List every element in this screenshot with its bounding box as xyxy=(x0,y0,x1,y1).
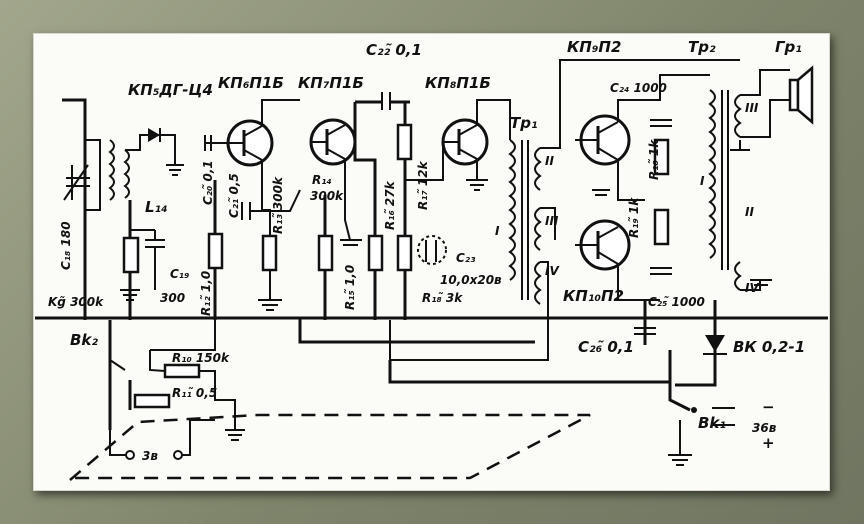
label-bk1: Вk₁ xyxy=(698,414,726,432)
schematic-paper xyxy=(33,33,830,491)
label-kp6: КП₆П1Б xyxy=(218,74,284,92)
stage-kp8 xyxy=(396,99,511,320)
label-c25: C₂₅̃ 1000 xyxy=(648,295,705,309)
winding-tr2-2: II xyxy=(745,205,754,219)
label-c26: C₂₆̃ 0,1 xyxy=(578,338,634,356)
label-r17: R₁₇̃ 12k xyxy=(416,160,430,210)
label-l14: L₁₄ xyxy=(145,198,168,216)
label-plus: + xyxy=(762,434,775,452)
label-r14: R₁₄ xyxy=(312,173,332,187)
label-c20: C₂₀̃ 0,1 xyxy=(201,160,215,205)
label-r11: R₁₁̃ 0,5 xyxy=(172,386,217,400)
transformer-tr1 xyxy=(389,59,740,361)
winding-tr1-2: II xyxy=(545,154,554,168)
stage-kp7 xyxy=(309,92,410,320)
output-circuit xyxy=(668,300,735,466)
winding-tr1-4: IV xyxy=(545,264,560,278)
label-36v: 36в xyxy=(752,421,777,435)
label-k9: Kg̃ 300k xyxy=(48,295,104,309)
ganged-switch-link xyxy=(69,413,591,481)
label-minus: − xyxy=(762,398,775,416)
label-kp10: КП₁₀П2 xyxy=(563,287,624,305)
label-bk02: ВК 0,2-1 xyxy=(733,338,805,356)
label-tr2: Тр₂ xyxy=(688,38,716,56)
label-c22: C₂₂̃ 0,1 xyxy=(366,41,422,59)
label-tr1: Тр₁ xyxy=(510,114,538,132)
label-r18a: R₁₈̃ 3k xyxy=(422,291,463,305)
winding-tr2-1: I xyxy=(700,174,705,188)
label-r13: R₁₃̃ 300k xyxy=(271,176,285,234)
stage-push-pull xyxy=(575,74,710,345)
label-r14-value: 300k xyxy=(310,189,344,203)
switch-bk2-area xyxy=(108,320,245,460)
label-r15: R₁₅̃ 1,0 xyxy=(343,265,357,310)
label-kp7: КП₇П1Б xyxy=(298,74,364,92)
label-c23-value: 10,0x20в xyxy=(440,273,502,287)
bus-line xyxy=(388,360,670,384)
label-r10: R₁₀ 150k xyxy=(172,351,230,365)
label-c23: C₂₃ xyxy=(456,251,476,265)
label-gr1: Гр₁ xyxy=(775,38,802,56)
label-r12: R₁₂̃ 1,0 xyxy=(199,271,213,316)
winding-tr1-1: I xyxy=(495,224,500,238)
label-c21: C₂₁̃ 0,5 xyxy=(227,173,241,218)
label-c19-value: 300 xyxy=(160,291,185,305)
label-c19: C₁₉ xyxy=(170,267,189,281)
label-bk2: Вk₂ xyxy=(70,331,98,349)
stage-kp6 xyxy=(204,99,301,320)
label-kp5: КП₅ДГ-Ц4 xyxy=(128,81,213,99)
label-kp8: КП₈П1Б xyxy=(425,74,491,92)
label-r16: R₁₆̃ 27k xyxy=(383,180,397,230)
bus-line xyxy=(298,318,535,344)
winding-tr2-3: III xyxy=(745,101,759,115)
label-c18: C₁₈ 180 xyxy=(59,221,73,270)
winding-tr1-3: III xyxy=(545,214,559,228)
input-circuit xyxy=(62,98,184,320)
label-r18b: R₁₈̃ 1k xyxy=(647,139,661,180)
label-c24: C₂₄ 1000 xyxy=(610,81,667,95)
label-kp9: КП₉П2 xyxy=(567,38,621,56)
label-3v: 3в xyxy=(142,449,158,463)
label-r19: R₁₉̃ 1k xyxy=(627,197,641,238)
winding-tr2-4: IV xyxy=(745,281,760,295)
transformer-tr2 xyxy=(708,65,814,291)
